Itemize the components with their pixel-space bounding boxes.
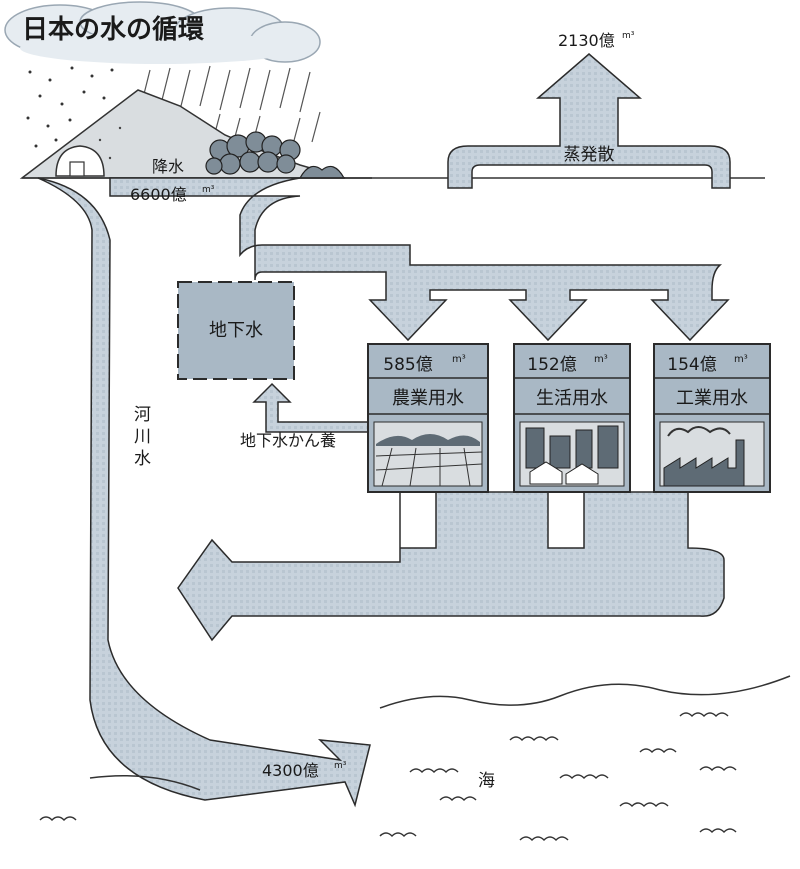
precipitation-value: 6600億 — [130, 185, 187, 204]
recharge-arrow — [252, 382, 369, 433]
precipitation-unit: m³ — [202, 185, 215, 195]
forest-icon — [205, 131, 346, 179]
distribution-flow — [109, 177, 730, 342]
river-label-3: 水 — [134, 449, 151, 469]
evaporation-unit: m³ — [622, 31, 635, 41]
evaporation-value: 2130億 — [558, 31, 615, 50]
house-icon — [55, 145, 105, 177]
river-label-2: 川 — [134, 427, 151, 447]
outflow-value: 4300億 — [262, 761, 319, 780]
agriculture-unit: m³ — [452, 354, 466, 365]
river-flow — [37, 177, 371, 808]
return-flow — [177, 491, 725, 642]
domestic-box — [513, 343, 631, 493]
agriculture-label: 農業用水 — [392, 388, 464, 409]
industrial-box — [653, 343, 771, 493]
river-label-1: 河 — [134, 405, 151, 425]
groundwater-box — [177, 281, 295, 380]
sea-label: 海 — [478, 771, 495, 791]
groundwater-label: 地下水 — [209, 320, 263, 341]
evaporation-arrow — [447, 53, 731, 189]
diagram-title: 日本の水の循環 — [22, 15, 205, 45]
domestic-unit: m³ — [594, 354, 608, 365]
industrial-unit: m³ — [734, 354, 748, 365]
industrial-value: 154億 — [667, 355, 716, 375]
agriculture-value: 585億 — [383, 355, 432, 375]
domestic-value: 152億 — [527, 355, 576, 375]
recharge-label: 地下水かん養 — [240, 431, 336, 450]
industrial-label: 工業用水 — [676, 388, 748, 409]
domestic-label: 生活用水 — [536, 388, 608, 409]
evaporation-label: 蒸発散 — [564, 145, 615, 165]
outflow-unit: m³ — [334, 761, 347, 771]
cloud — [4, 1, 321, 64]
agriculture-box — [367, 343, 489, 493]
precipitation-label: 降水 — [152, 157, 184, 176]
sea-waves — [39, 675, 791, 842]
